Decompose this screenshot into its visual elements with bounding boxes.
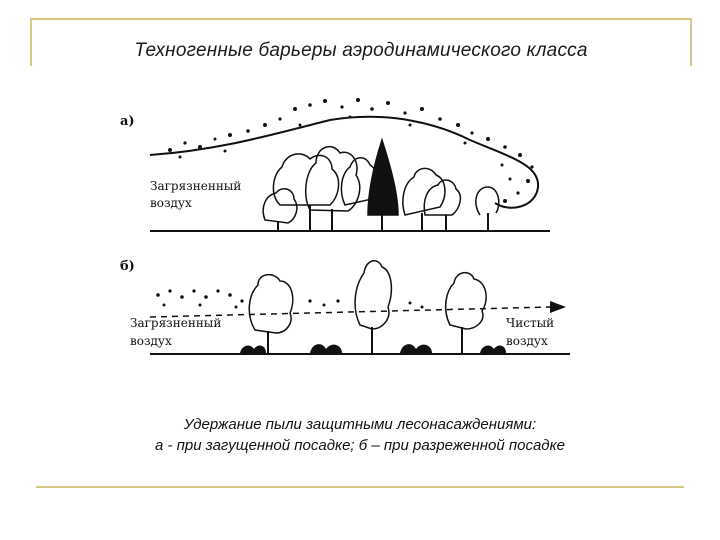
panel-a-polluted-air-label-line2: воздух — [150, 196, 192, 210]
caption-line-2: а - при загущенной посадке; б – при разр… — [154, 437, 566, 454]
panel-b-tree-trunks — [267, 327, 463, 353]
slide-title: Техногенные барьеры аэродинамического кл… — [134, 40, 588, 61]
panel-b-polluted-air-label-line1: Загрязненный — [130, 316, 221, 330]
panel-b-clean-air-label-line1: Чистый — [506, 316, 554, 330]
caption-line-1: Удержание пыли защитными лесонасаждениям… — [183, 416, 537, 433]
panel-a-airflow-curve — [149, 115, 540, 209]
panel-b-arrowhead — [550, 301, 566, 313]
panel-a-dense-trees — [262, 137, 500, 224]
panel-a-polluted-air-label-line1: Загрязненный — [150, 179, 241, 193]
slide-frame-right — [690, 18, 692, 66]
slide-frame-left — [30, 18, 32, 66]
panel-b-shrubs — [240, 344, 506, 353]
panel-a-tree-trunks — [277, 205, 489, 230]
panel-b-airflow-arrow — [149, 306, 551, 318]
figure-caption: Удержание пыли защитными лесонасаждениям… — [40, 414, 680, 456]
panel-a-label: а) — [120, 114, 135, 129]
panel-b-polluted-air-label-line2: воздух — [130, 334, 172, 348]
panel-b-clean-air-label-line2: воздух — [506, 334, 548, 348]
slide-frame-top — [30, 18, 692, 20]
slide-frame-bottom — [36, 486, 684, 488]
panel-b-label: б) — [120, 259, 135, 274]
panel-b-sparse-trees — [248, 260, 487, 334]
panel-b-dust-particles — [156, 289, 424, 309]
dust-retention-illustration: а) Загрязненный воздух — [120, 98, 570, 355]
panel-a-dust-particles — [168, 98, 534, 203]
